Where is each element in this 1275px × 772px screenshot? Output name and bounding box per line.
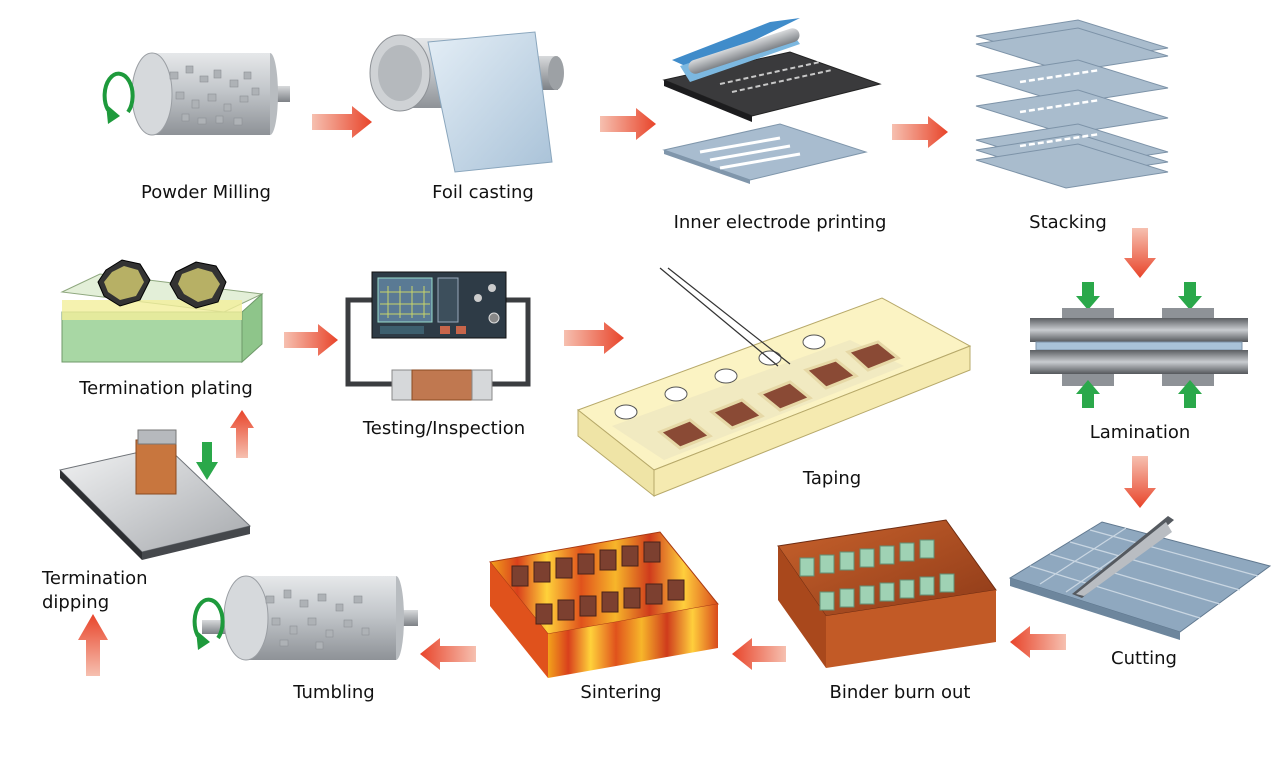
inner-electrode-printing-illustration (662, 18, 882, 184)
tumbling-illustration (192, 575, 418, 661)
step-label-termination-plating: Termination plating (78, 378, 253, 399)
step-label-tumbling: Tumbling (292, 682, 374, 703)
foil-casting-illustration (369, 31, 564, 173)
binder-burn-out-illustration (777, 519, 997, 668)
flow-arrow (312, 106, 372, 138)
termination-plating-illustration (60, 259, 264, 364)
step-label-taping: Taping (802, 468, 861, 489)
testing-inspection-illustration (345, 271, 531, 401)
cutting-illustration (1008, 516, 1272, 640)
press-arrow-green (1076, 380, 1100, 408)
dip-arrow-green (196, 442, 218, 480)
lamination-illustration (1030, 282, 1248, 408)
flow-arrow (420, 638, 476, 670)
flow-arrow (564, 322, 624, 354)
stacking-illustration (975, 19, 1169, 189)
step-label-binder-burn-out: Binder burn out (830, 682, 971, 703)
step-label-foil-casting: Foil casting (432, 182, 534, 203)
step-label-lamination: Lamination (1090, 422, 1191, 443)
sintering-illustration (489, 531, 719, 678)
flow-arrow (1124, 228, 1156, 278)
flow-arrow (1124, 456, 1156, 508)
step-label-stacking: Stacking (1029, 212, 1107, 233)
taping-illustration (576, 267, 972, 498)
step-label-termination-dipping-line2: dipping (42, 592, 109, 613)
press-arrow-green (1178, 282, 1202, 310)
press-arrow-green (1076, 282, 1100, 310)
flow-arrow (732, 638, 786, 670)
termination-dipping-illustration (59, 410, 254, 560)
step-label-termination-dipping-line1: Termination (41, 568, 148, 589)
flow-arrow (284, 324, 338, 356)
flow-arrow (892, 116, 948, 148)
flow-arrow (78, 614, 108, 676)
flow-arrow (1010, 626, 1066, 658)
powder-milling-illustration (102, 52, 290, 136)
step-label-cutting: Cutting (1111, 648, 1177, 669)
step-label-sintering: Sintering (580, 682, 661, 703)
press-arrow-green (1178, 380, 1202, 408)
step-label-inner-electrode-printing: Inner electrode printing (674, 212, 887, 233)
step-label-powder-milling: Powder Milling (141, 182, 271, 203)
flow-arrow (600, 108, 656, 140)
flow-arrow (230, 410, 254, 458)
step-label-testing-inspection: Testing/Inspection (362, 418, 525, 439)
